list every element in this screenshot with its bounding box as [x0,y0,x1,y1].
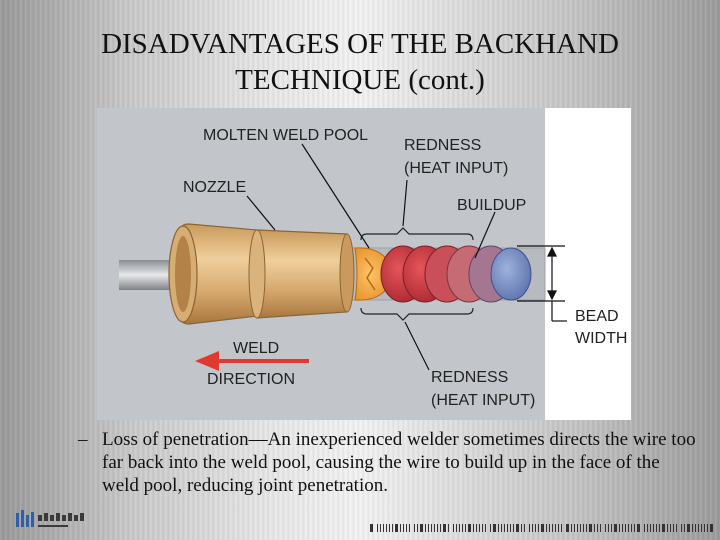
diagram-white-margin [545,108,631,420]
bead-width-dimension [517,245,567,322]
weld-direction-arrow-icon [195,351,309,371]
bullet-text: Loss of penetration—An inexperienced wel… [102,429,696,496]
label-nozzle: NOZZLE [183,179,246,196]
slide-title-line-1: DISADVANTAGES OF THE BACKHAND [101,28,619,60]
buildup-pointer [474,211,496,259]
weld-bead [380,245,532,303]
label-redness-bottom-1: REDNESS [431,369,508,386]
bottom-bracket [360,307,474,321]
label-redness-top-1: REDNESS [404,137,481,154]
footer-barcode-strip [370,524,713,532]
redness-bottom-pointer [404,321,430,371]
slide-title-line-2: TECHNIQUE (cont.) [235,64,485,96]
label-molten-weld-pool: MOLTEN WELD POOL [203,127,368,144]
backhand-weld-diagram: MOLTEN WELD POOL NOZZLE REDNESS (HEAT IN… [97,108,631,420]
label-weld-1: WELD [233,340,279,357]
redness-top-pointer [402,179,408,227]
label-bead-2: WIDTH [575,330,627,347]
label-buildup: BUILDUP [457,197,526,214]
bullet-dash: – [78,429,88,450]
slide-title: DISADVANTAGES OF THE BACKHAND TECHNIQUE … [40,26,680,98]
label-bead-1: BEAD [575,308,619,325]
label-weld-2: DIRECTION [207,371,295,388]
label-redness-top-2: (HEAT INPUT) [404,160,508,177]
nozzle-pointer [246,195,276,231]
label-redness-bottom-2: (HEAT INPUT) [431,392,535,409]
pool-pointer [301,143,370,249]
nozzle-icon [168,223,355,325]
bullet-point: – Loss of penetration—An inexperienced w… [78,428,698,497]
publisher-logo-icon [16,510,84,527]
